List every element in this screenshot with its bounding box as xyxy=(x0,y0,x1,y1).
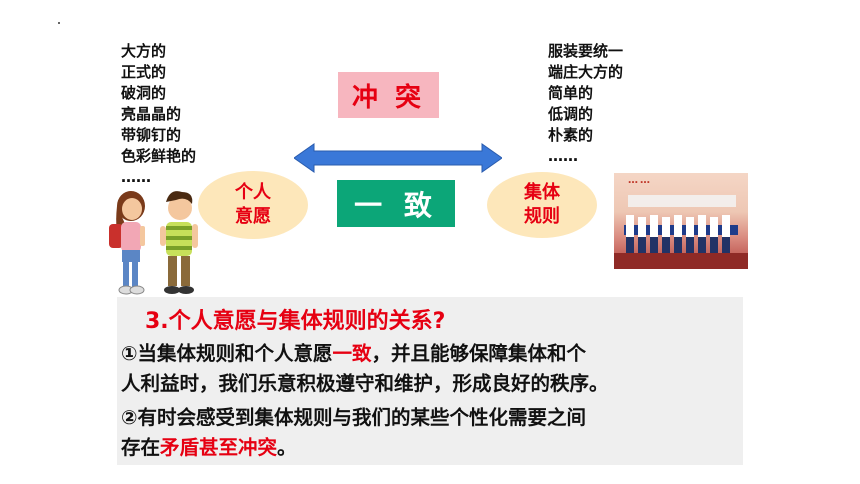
text-segment: 人利益时，我们乐意积极遵守和维护，形成良好的秩序。 xyxy=(121,372,609,395)
summary-panel xyxy=(117,297,743,465)
point-one-text: ①当集体规则和个人意愿一致，并且能够保障集体和个 人利益时，我们乐意积极遵守和维… xyxy=(121,339,609,399)
collective-style-list: 服装要统一 端庄大方的 简单的 低调的 朴素的 …… xyxy=(548,41,623,167)
text-segment: 存在 xyxy=(121,436,161,459)
list-item: 正式的 xyxy=(121,63,167,81)
list-item: 带铆钉的 xyxy=(121,126,182,144)
list-item: 破洞的 xyxy=(121,84,167,102)
collective-rules-oval: 集体 规则 xyxy=(487,172,597,238)
text-segment: ①当集体规则和个人意愿 xyxy=(121,342,333,365)
list-item: 亮晶晶的 xyxy=(121,105,182,123)
oval-text-line: 集体 xyxy=(524,182,560,203)
list-item: 朴素的 xyxy=(548,126,594,144)
photo-scene xyxy=(614,165,748,269)
list-item: 简单的 xyxy=(548,84,594,102)
highlight-conflict: 矛盾甚至冲突 xyxy=(160,436,278,459)
oval-text-line: 规则 xyxy=(524,206,560,227)
personal-style-list: 大方的 正式的 破洞的 亮晶晶的 带铆钉的 色彩鲜艳的 …… xyxy=(121,41,196,188)
text-segment: ，并且能够保障集体和个 xyxy=(371,342,587,365)
section-question: 3.个人意愿与集体规则的关系? xyxy=(145,309,446,334)
list-item: 低调的 xyxy=(548,105,594,123)
decorative-dot xyxy=(58,22,60,24)
conflict-label-box: 冲 突 xyxy=(338,72,439,118)
group-performance-photo: …… xyxy=(614,165,748,269)
point-two-text: ②有时会感受到集体规则与我们的某些个性化需要之间 存在矛盾甚至冲突。 xyxy=(121,403,586,463)
text-segment: ②有时会感受到集体规则与我们的某些个性化需要之间 xyxy=(121,406,587,429)
personal-wish-oval: 个人 意愿 xyxy=(198,171,308,239)
list-item: 大方的 xyxy=(121,42,167,60)
highlight-consistent: 一致 xyxy=(332,342,372,365)
list-item: …… xyxy=(548,147,578,165)
photo-banner-text: …… xyxy=(628,175,652,186)
list-item: 服装要统一 xyxy=(548,42,624,60)
list-item: 色彩鲜艳的 xyxy=(121,147,197,165)
consistent-label-box: 一 致 xyxy=(337,180,455,227)
list-item: 端庄大方的 xyxy=(548,63,624,81)
oval-text-line: 个人 xyxy=(235,182,271,203)
text-segment: 。 xyxy=(277,436,297,459)
cartoon-kids-illustration xyxy=(109,191,198,295)
oval-text-line: 意愿 xyxy=(235,206,271,227)
double-arrow-icon xyxy=(294,143,502,173)
list-item: …… xyxy=(121,168,151,186)
